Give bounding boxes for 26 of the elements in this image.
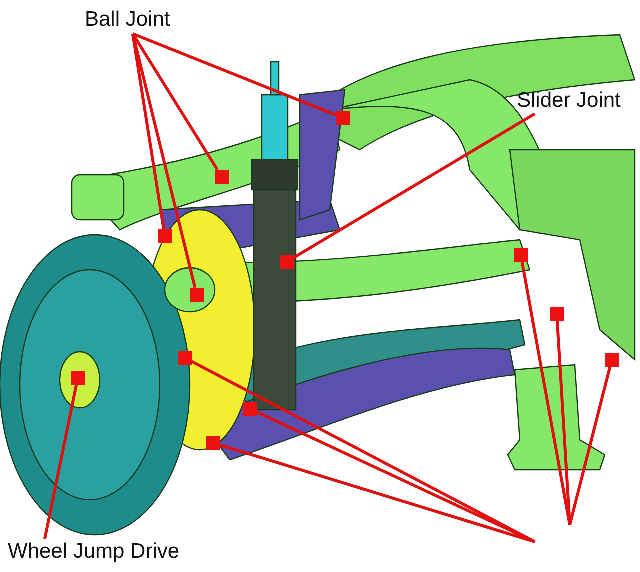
- leader-line: [556, 320, 572, 526]
- marker-square: [206, 436, 220, 450]
- part-label: Wheel Jump Drive: [8, 540, 180, 564]
- leader-line: [132, 34, 166, 230]
- marker-square: [605, 353, 619, 367]
- marker-square: [178, 351, 192, 365]
- marker-square: [514, 248, 528, 262]
- marker-square: [215, 170, 229, 184]
- marker-square: [550, 307, 564, 321]
- marker-square: [280, 255, 294, 269]
- leader-line: [256, 410, 536, 544]
- leader-line: [220, 444, 536, 544]
- marker-square: [336, 111, 350, 125]
- marker-square: [71, 371, 85, 385]
- leader-line: [44, 384, 78, 540]
- marker-square: [190, 288, 204, 302]
- leader-line: [520, 262, 572, 526]
- leader-line: [568, 366, 612, 526]
- leader-line: [293, 112, 536, 260]
- marker-square: [243, 402, 257, 416]
- part-label: Slider Joint: [517, 89, 621, 113]
- leader-line: [132, 32, 337, 117]
- marker-square: [158, 229, 172, 243]
- leader-line: [132, 33, 219, 171]
- part-label: Ball Joint: [85, 8, 170, 32]
- leader-line: [132, 34, 197, 288]
